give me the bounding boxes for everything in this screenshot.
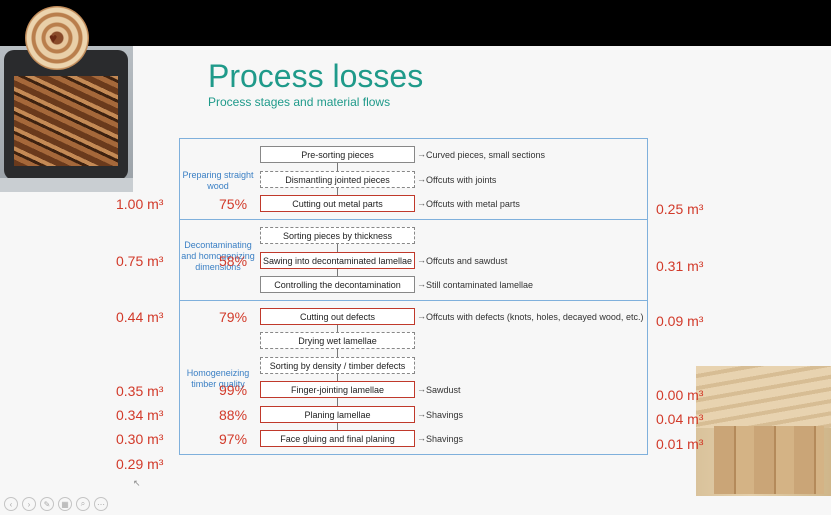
input-volume: 0.35 m³: [116, 383, 164, 399]
section-label-preparing: Preparing straight wood: [182, 170, 254, 191]
step-box-finger-jointing: Finger-jointing lamellae: [260, 381, 415, 398]
zoom-icon[interactable]: ⌕: [76, 497, 90, 511]
section-divider: [179, 300, 648, 301]
connector-line: [337, 398, 338, 408]
pen-icon[interactable]: ✎: [40, 497, 54, 511]
output-label: Shavings: [426, 410, 464, 420]
yield-percent: 88%: [219, 407, 248, 423]
step-box-dismantling: Dismantling jointed pieces: [260, 171, 415, 188]
process-diagram: [179, 138, 648, 455]
van-bumper: [0, 178, 133, 192]
connector-line: [337, 244, 338, 254]
arrow-right-icon: →: [417, 311, 426, 321]
connector-line: [337, 188, 338, 198]
connector-line: [337, 349, 338, 359]
yield-percent: 99%: [219, 382, 248, 398]
connector-line: [337, 374, 338, 384]
previous-slide-icon[interactable]: ‹: [4, 497, 18, 511]
arrow-right-icon: →: [417, 409, 426, 419]
loss-volume: 0.04 m³: [656, 411, 704, 427]
output-label: Offcuts and sawdust: [426, 256, 508, 266]
arrow-right-icon: →: [417, 149, 426, 159]
yield-percent: 75%: [219, 196, 248, 212]
output-label: Offcuts with defects (knots, holes, deca…: [426, 312, 644, 322]
loss-volume: 0.00 m³: [656, 387, 704, 403]
section-divider: [179, 219, 648, 220]
step-box-sorting-thickness: Sorting pieces by thickness: [260, 227, 415, 244]
loss-volume: 0.31 m³: [656, 258, 704, 274]
input-volume: 0.44 m³: [116, 309, 164, 325]
step-box-planing: Planing lamellae: [260, 406, 415, 423]
input-volume: 0.75 m³: [116, 253, 164, 269]
slide-subtitle: Process stages and material flows: [208, 95, 391, 109]
connector-line: [337, 269, 338, 279]
step-box-drying: Drying wet lamellae: [260, 332, 415, 349]
logo: ♥: [25, 6, 89, 70]
arrow-right-icon: →: [417, 279, 426, 289]
step-box-cutting-metal: Cutting out metal parts: [260, 195, 415, 212]
input-volume: 0.30 m³: [116, 431, 164, 447]
output-label: Offcuts with metal parts: [426, 199, 520, 209]
wood-pile: [14, 76, 118, 166]
loss-volume: 0.09 m³: [656, 313, 704, 329]
arrow-right-icon: →: [417, 198, 426, 208]
step-box-controlling: Controlling the decontamination: [260, 276, 415, 293]
timber-top: [696, 366, 831, 428]
connector-line: [337, 423, 338, 433]
output-label: Still contaminated lamellae: [426, 280, 534, 290]
connector-line: [337, 163, 338, 173]
output-label: Offcuts with joints: [426, 175, 497, 185]
timber-photo: [696, 366, 831, 496]
section-label-decontaminating: Decontaminating and homogenizing dimensi…: [181, 240, 255, 272]
output-label: Sawdust: [426, 385, 461, 395]
arrow-right-icon: →: [417, 174, 426, 184]
more-options-icon[interactable]: ⋯: [94, 497, 108, 511]
timber-end-grain: [714, 426, 824, 494]
input-volume: 1.00 m³: [116, 196, 164, 212]
slide-title: Process losses: [208, 58, 424, 94]
output-label: Shavings: [426, 434, 464, 444]
section-label-homogeneizing: Homogeneizing timber quality: [186, 368, 250, 389]
heart-icon: ♥: [49, 30, 58, 46]
loss-volume: 0.25 m³: [656, 201, 704, 217]
slides-grid-icon[interactable]: ▦: [58, 497, 72, 511]
output-label: Curved pieces, small sections: [426, 150, 546, 160]
yield-percent: 79%: [219, 309, 248, 325]
loss-volume: 0.01 m³: [656, 436, 704, 452]
yield-percent: 97%: [219, 431, 248, 447]
step-box-sorting-density: Sorting by density / timber defects: [260, 357, 415, 374]
input-volume: 0.29 m³: [116, 456, 164, 472]
arrow-right-icon: →: [417, 255, 426, 265]
step-box-face-gluing: Face gluing and final planing: [260, 430, 415, 447]
connector-line: [337, 325, 338, 335]
input-volume: 0.34 m³: [116, 407, 164, 423]
step-box-sawing: Sawing into decontaminated lamellae: [260, 252, 415, 269]
step-box-presorting: Pre-sorting pieces: [260, 146, 415, 163]
yield-percent: 58%: [219, 253, 248, 269]
mouse-cursor-icon: ↖: [133, 478, 141, 488]
van-photo: [0, 46, 133, 192]
next-slide-icon[interactable]: ›: [22, 497, 36, 511]
slide-canvas: [0, 46, 831, 515]
top-black-bar: [0, 0, 831, 46]
step-box-cutting-defects: Cutting out defects: [260, 308, 415, 325]
arrow-right-icon: →: [417, 384, 426, 394]
arrow-right-icon: →: [417, 433, 426, 443]
